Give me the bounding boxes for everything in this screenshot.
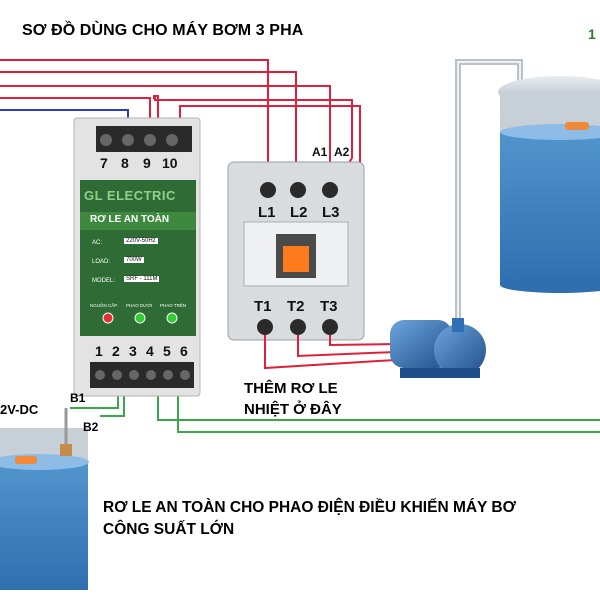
wire-green-1 <box>157 392 600 421</box>
relay-terminal-10: 10 <box>162 155 178 171</box>
input-l1-label: L1 <box>258 204 276 221</box>
contactor-button <box>283 246 309 272</box>
relay-terminal-7: 7 <box>100 155 108 171</box>
bottom-screws <box>95 370 190 380</box>
relay-terminal-6: 6 <box>180 343 188 359</box>
spec-label-load: LOAD: <box>92 259 111 265</box>
coil-a2-label: A2 <box>334 145 350 159</box>
led-upper <box>166 312 178 324</box>
caption-line-1: RƠ LE AN TOÀN CHO PHAO ĐIỆN ĐIỀU KHIỂN M… <box>103 499 516 516</box>
wire-t2 <box>297 335 396 358</box>
led-power <box>102 312 114 324</box>
pump <box>390 318 486 378</box>
wire-t1 <box>264 335 396 370</box>
indicator-power-label: NGUỒN CẤP <box>90 303 118 308</box>
wire-red-l3 <box>0 85 331 185</box>
b1-label: B1 <box>70 391 86 405</box>
contactor <box>227 161 365 341</box>
relay-brand: GL ELECTRIC <box>84 188 176 203</box>
tank-label: 1 <box>588 26 596 42</box>
relay-terminal-5: 5 <box>163 343 171 359</box>
pump-outlet <box>452 318 464 332</box>
diagram-caption: RƠ LE AN TOÀN CHO PHAO ĐIỆN ĐIỀU KHIỂN M… <box>103 497 516 541</box>
output-t2-label: T2 <box>287 298 305 315</box>
spec-value-model: SRF - 111M <box>124 276 160 282</box>
wire-green-b2 <box>100 392 125 417</box>
pump-base <box>400 368 480 378</box>
b2-label: B2 <box>83 420 99 434</box>
input-l3-label: L3 <box>322 204 340 221</box>
pump-housing <box>434 324 486 376</box>
thermal-relay-note: THÊM RƠ LE NHIỆT Ở ĐÂY <box>244 378 342 420</box>
contactor-input-screws <box>260 182 338 198</box>
sensor-head <box>60 444 72 456</box>
relay-bottom-strip <box>90 362 194 388</box>
spec-value-load: 700W <box>124 257 144 263</box>
relay-panel-title: RƠ LE AN TOÀN <box>90 214 170 225</box>
float-wires <box>70 392 600 433</box>
relay-terminal-9: 9 <box>143 155 151 171</box>
lower-tank <box>0 408 89 590</box>
input-l2-label: L2 <box>290 204 308 221</box>
relay-label-bg <box>80 212 196 230</box>
relay-terminal-8: 8 <box>121 155 129 171</box>
wire-green-b1 <box>70 392 119 409</box>
relay-terminal-2: 2 <box>112 343 120 359</box>
relay-terminal-1: 1 <box>95 343 103 359</box>
spec-value-ac: 220V-50Hz <box>124 238 158 244</box>
output-t3-label: T3 <box>320 298 338 315</box>
caption-line-2: CÔNG SUẤT LỚN <box>103 521 235 538</box>
relay-terminal-3: 3 <box>129 343 137 359</box>
relay-terminal-4: 4 <box>146 343 154 359</box>
upper-tank <box>498 76 600 293</box>
lower-float <box>15 456 37 464</box>
wire-red-l1 <box>0 59 269 185</box>
top-screws <box>100 134 178 146</box>
note-line-1: THÊM RƠ LE <box>244 380 338 397</box>
pump-wires <box>264 335 396 370</box>
indicator-lower-label: PHAO DƯỚI <box>126 303 153 308</box>
spec-label-model: MODEL: <box>92 278 116 284</box>
upper-float <box>565 122 589 130</box>
supply-wires <box>0 59 361 189</box>
dc-voltage-label: 2V-DC <box>0 402 39 417</box>
led-lower <box>134 312 146 324</box>
diagram-title: SƠ ĐỒ DÙNG CHO MÁY BƠM 3 PHA <box>22 22 304 39</box>
upper-tank-bottom <box>500 277 600 293</box>
coil-a1-label: A1 <box>312 145 328 159</box>
wire-t3 <box>329 335 396 347</box>
output-t1-label: T1 <box>254 298 272 315</box>
note-line-2: NHIỆT Ở ĐÂY <box>244 401 342 418</box>
wire-green-2 <box>177 392 600 433</box>
spec-label-ac: AC: <box>92 240 103 246</box>
wire-red-l2 <box>0 71 297 185</box>
contactor-output-screws <box>257 319 338 335</box>
indicator-upper-label: PHAO TRÊN <box>160 303 187 308</box>
